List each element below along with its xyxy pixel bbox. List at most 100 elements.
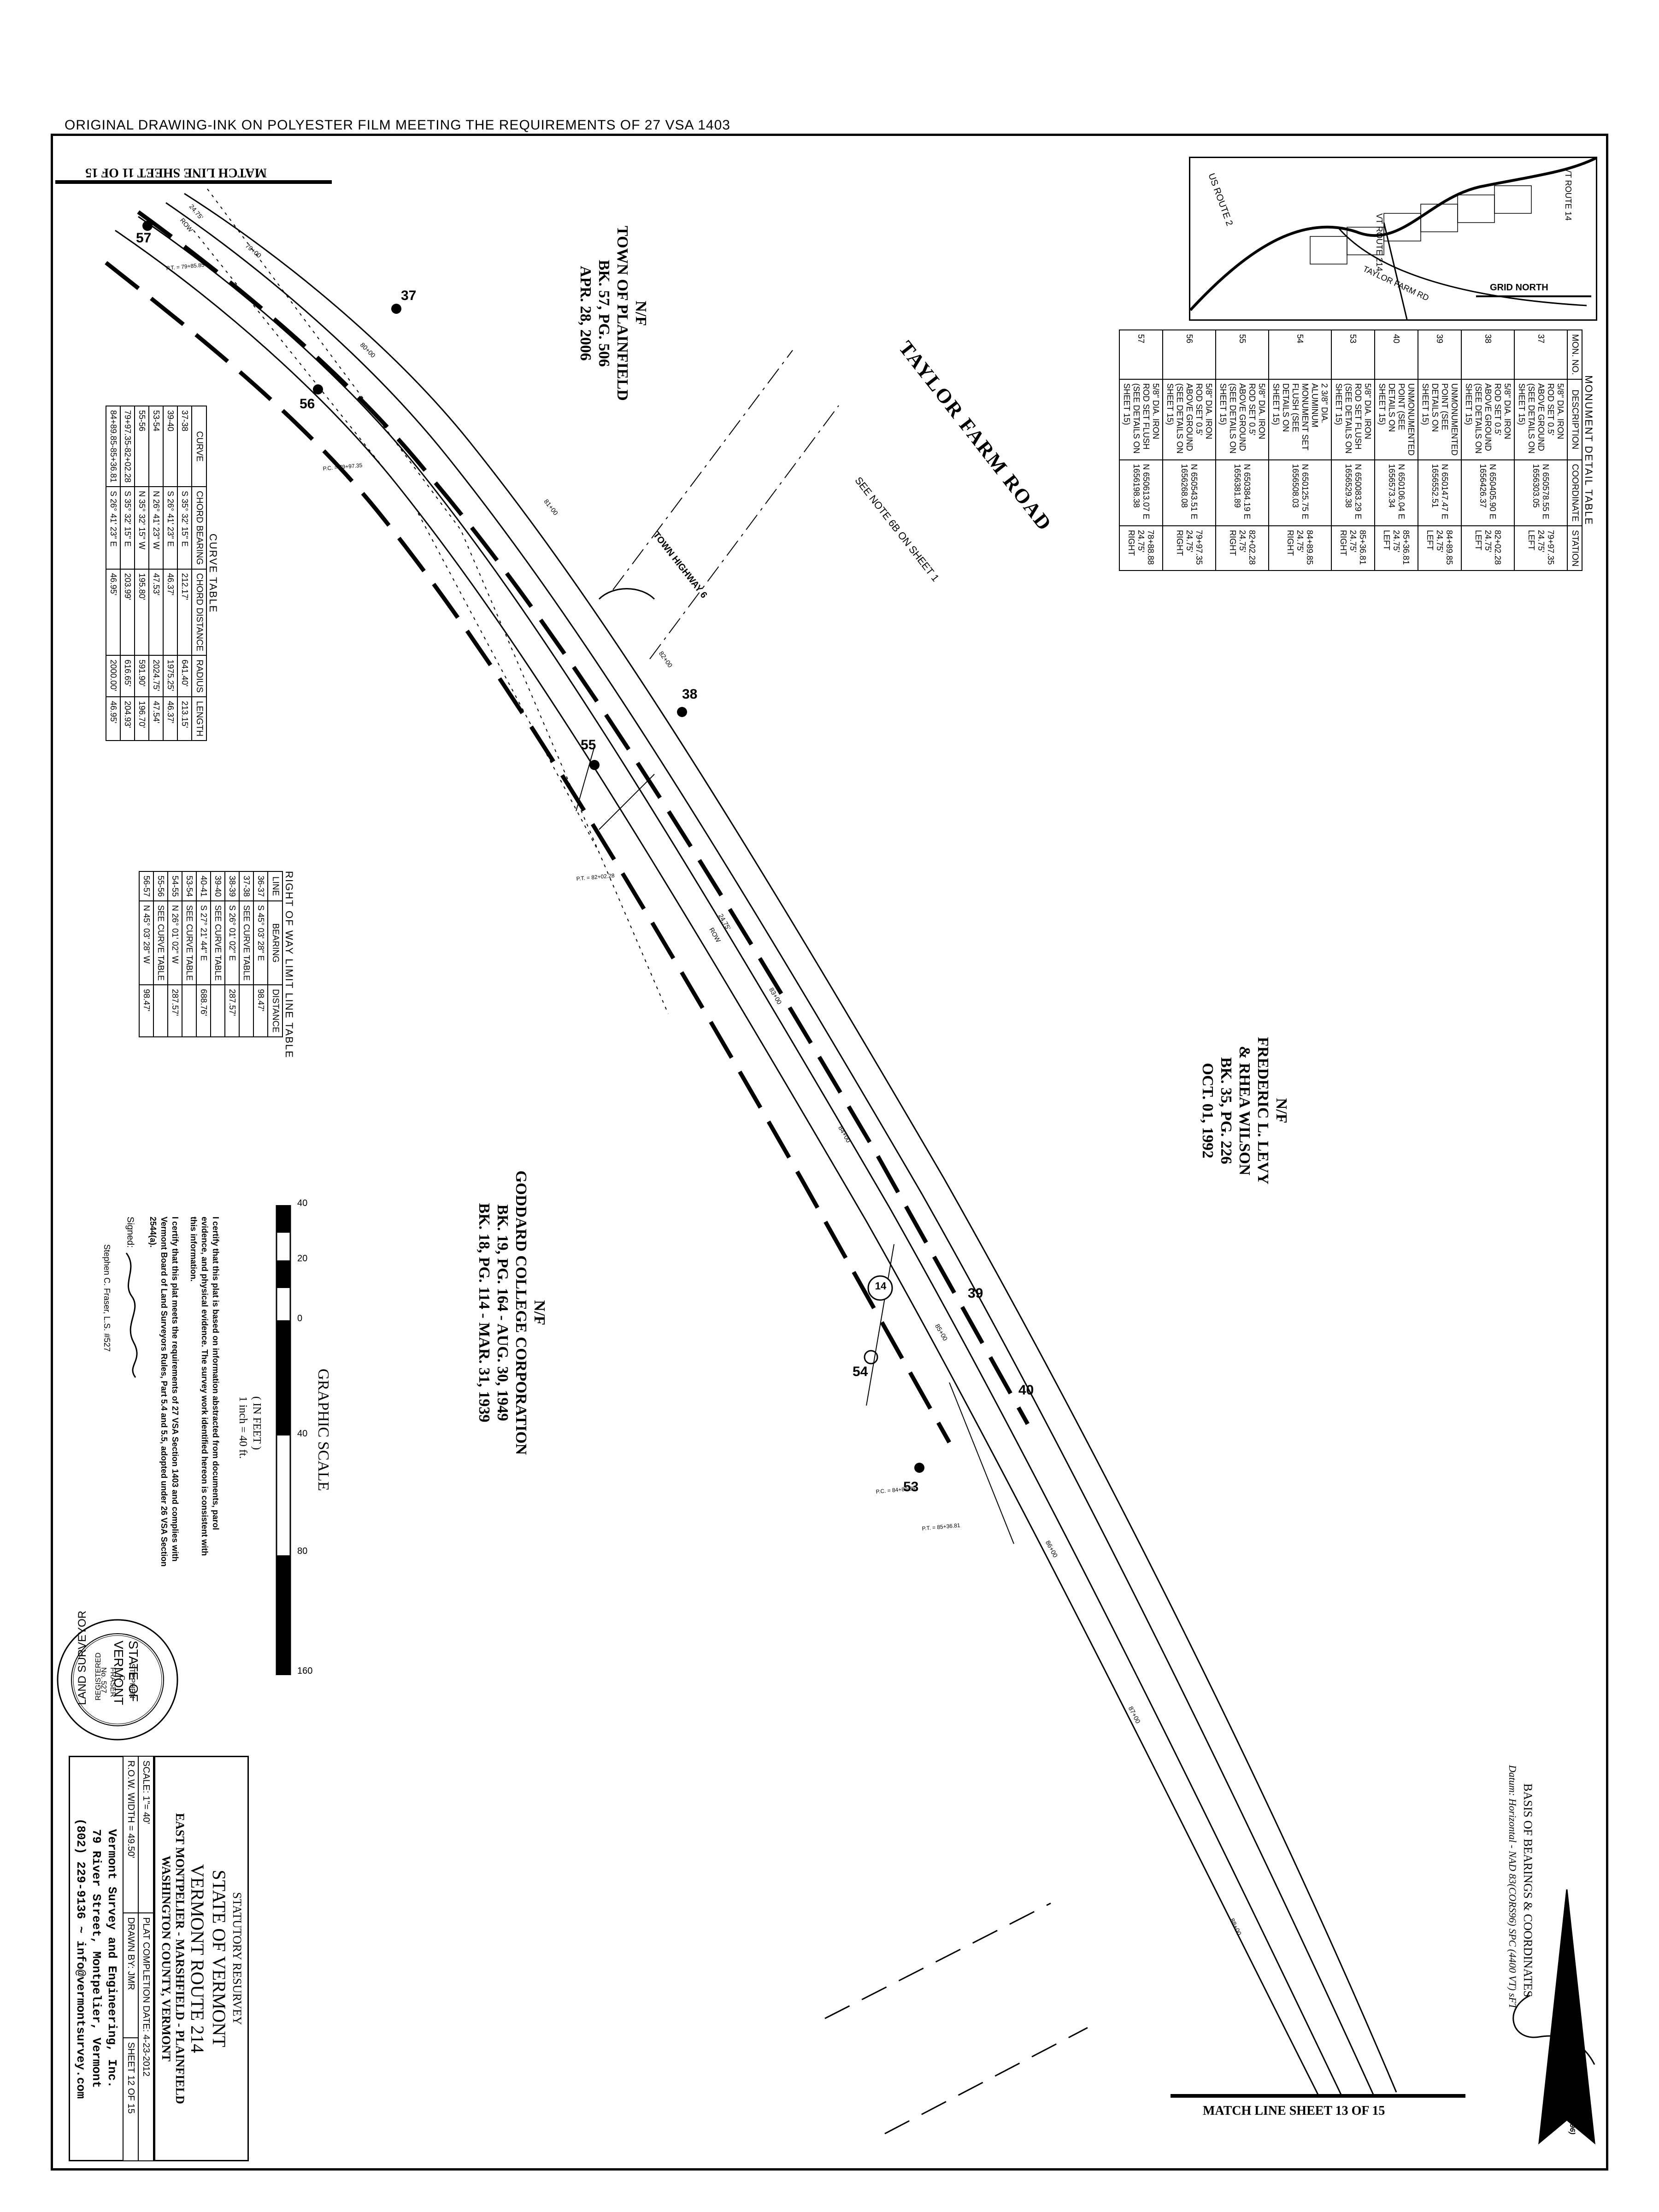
title-line-2: STATE OF VERMONT xyxy=(209,1870,229,2047)
monument-57 xyxy=(142,221,153,231)
mon-label-39: 39 xyxy=(968,1286,983,1301)
title-line-4: EAST MONTPELIER - MARSHFIELD - PLAINFIEL… xyxy=(173,1813,187,2104)
locus-grid-north: GRID NORTH xyxy=(1490,282,1548,293)
signature xyxy=(125,1253,138,1378)
basis-line-2: Datum: Horizontal - NAD 83(CORS96) SPC (… xyxy=(1507,1765,1518,2009)
monument-55 xyxy=(589,760,600,770)
mon-label-40: 40 xyxy=(1018,1382,1034,1398)
scale-tick-80: 80 xyxy=(297,1546,308,1556)
locus-vt214: VT ROUTE 214 xyxy=(1375,213,1384,271)
mon-col-2: DESCRIPTION xyxy=(1567,379,1582,460)
drawn-field: DRAWN BY: JMR xyxy=(123,1913,138,2038)
title-block: STATUTORY RESURVEY STATE OF VERMONT VERM… xyxy=(69,1756,249,2161)
match-line-top-label: MATCH LINE SHEET 11 OF 15 xyxy=(85,165,267,180)
graphic-scale-bar xyxy=(272,1204,295,1676)
certification-block: I certify that this plat is based on inf… xyxy=(94,1217,221,1567)
mon-col-1: MON. NO. xyxy=(1567,330,1582,379)
scale-tick-160: 160 xyxy=(297,1666,313,1676)
signed-label: Signed: xyxy=(120,1217,140,1567)
scale-tick-40a: 40 xyxy=(297,1198,308,1208)
monument-38 xyxy=(677,707,687,717)
mon-label-37: 37 xyxy=(401,288,417,303)
scale-tick-40b: 40 xyxy=(297,1429,308,1439)
scale-field: SCALE: 1"= 40' xyxy=(138,1756,153,1913)
graphic-scale-title: GRAPHIC SCALE xyxy=(315,1369,332,1491)
mon-label-56: 56 xyxy=(300,396,315,412)
monument-53 xyxy=(914,1463,924,1473)
firm-contact: (802) 229-9136 ~ info@vermontsurvey.com xyxy=(74,1818,88,2099)
surveyor-seal: STATE OF VERMONT LAND SURVEYOR REGISTERE… xyxy=(51,1611,184,1747)
completion-field: PLAT COMPLETION DATE: 4-23-2012 xyxy=(138,1913,153,2161)
certification-2: I certify that this plat meets the requi… xyxy=(148,1217,180,1567)
title-line-1: STATUTORY RESURVEY xyxy=(230,1892,244,2025)
mon-label-53: 53 xyxy=(903,1479,919,1494)
mon-label-55: 55 xyxy=(581,737,596,753)
row-line-left xyxy=(137,210,1030,1425)
title-line-3: VERMONT ROUTE 214 xyxy=(187,1864,208,2053)
nad-label: NAD 83(CORS96) xyxy=(1568,2074,1576,2135)
route-shield xyxy=(867,1275,893,1301)
road-centerline xyxy=(138,216,1342,2095)
road-edge-2 xyxy=(165,202,1374,2095)
old-line-2 xyxy=(193,230,600,853)
road-edge-3 xyxy=(115,229,1319,2095)
row-line-right xyxy=(105,261,951,1444)
road-edge-1 xyxy=(184,193,1397,2093)
certification-1: I certify that this plat is based on inf… xyxy=(189,1217,220,1556)
mon-label-38: 38 xyxy=(682,687,698,702)
sheet-field: SHEET 12 OF 15 xyxy=(123,2038,138,2161)
mon-label-54: 54 xyxy=(853,1364,868,1379)
match-line-bottom-label: MATCH LINE SHEET 13 OF 15 xyxy=(1203,2104,1385,2118)
drawing-note: ORIGINAL DRAWING-INK ON POLYESTER FILM M… xyxy=(65,118,730,133)
firm-name: Vermont Survey and Engineering, Inc. xyxy=(105,1829,119,2088)
monument-56 xyxy=(313,384,323,394)
mon-col-3: COORDINATE xyxy=(1567,459,1582,526)
monument-table: MONUMENT DETAIL TABLE MON. NO. DESCRIPTI… xyxy=(1119,329,1594,571)
route-shield-number: 14 xyxy=(875,1280,887,1292)
row-width-field: R.O.W. WIDTH = 49.50' xyxy=(123,1756,138,1913)
north-arrow xyxy=(1512,1889,1595,2145)
basis-line-1: BASIS OF BEARINGS & COORDINATES xyxy=(1521,1783,1535,1997)
locus-map: US ROUTE 2 VT ROUTE 14 VT ROUTE 214 TAYL… xyxy=(1189,157,1597,321)
surveyor-name: Stephen C. Fraser, L.S. #527 xyxy=(102,1244,112,1352)
graphic-scale-ratio: 1 inch = 40 ft. xyxy=(237,1396,249,1459)
monument-54 xyxy=(864,1350,878,1365)
sheet-border xyxy=(51,134,1608,2171)
scale-tick-20: 20 xyxy=(297,1253,308,1264)
mon-col-4: STATION xyxy=(1567,525,1582,571)
monument-37 xyxy=(391,304,401,314)
locus-vt14: VT ROUTE 14 xyxy=(1564,167,1573,221)
graphic-scale-units: ( IN FEET ) xyxy=(251,1396,263,1450)
scale-tick-0: 0 xyxy=(297,1313,303,1324)
